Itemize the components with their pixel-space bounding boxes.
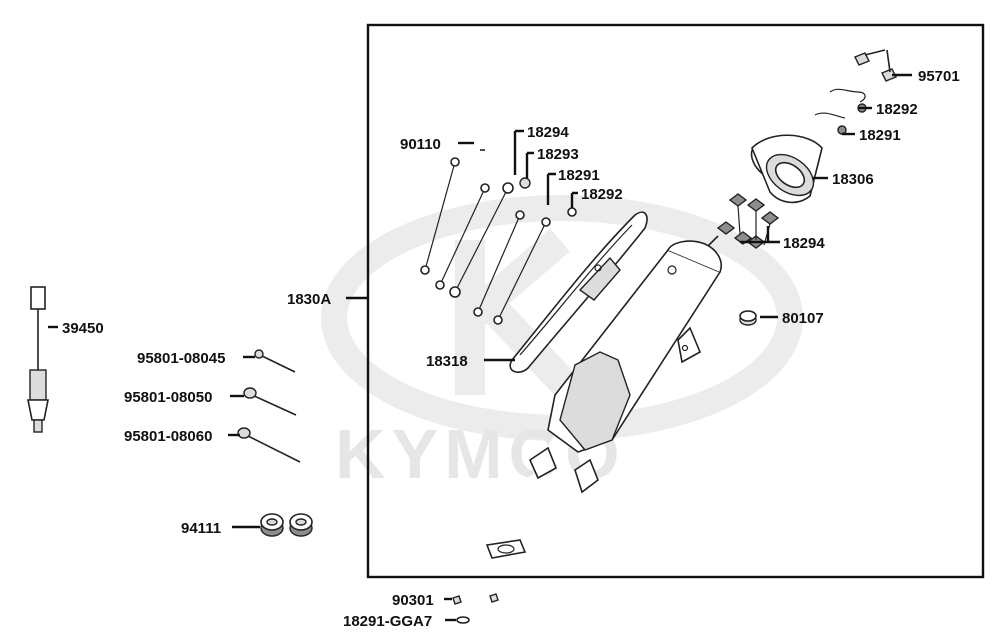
nut-pair-94111 [260, 513, 313, 537]
callout-18292-right: 18292 [876, 101, 918, 118]
callout-80107: 80107 [782, 310, 824, 327]
callout-94111: 94111 [181, 520, 221, 537]
bolt-set-top-right [814, 49, 897, 135]
bolt-95801-08060 [237, 427, 301, 463]
grommet-80107 [739, 310, 757, 326]
bottom-small-parts [452, 593, 499, 624]
muffler-end-cap [750, 134, 823, 204]
heat-shield-part [509, 211, 648, 373]
callout-95801-08050: 95801-08050 [124, 389, 212, 406]
oxygen-sensor-39450 [27, 286, 49, 433]
callout-18306: 18306 [832, 171, 874, 188]
kymco-watermark: KYMCO [321, 195, 803, 493]
callout-18291-left: 18291 [558, 167, 600, 184]
callout-18318: 18318 [426, 353, 468, 370]
exhaust-header-pipe [485, 433, 565, 559]
muffler-body [528, 235, 722, 494]
callout-18291-right: 18291 [859, 127, 901, 144]
callout-18292-left: 18292 [581, 186, 623, 203]
callout-39450: 39450 [62, 320, 104, 337]
callout-90110: 90110 [400, 136, 441, 153]
callout-18291-GGA7: 18291-GGA7 [343, 613, 432, 630]
callout-95701: 95701 [918, 68, 960, 85]
bracket-rods-left [420, 149, 577, 325]
bolt-95801-08050 [243, 387, 297, 416]
callout-90301: 90301 [392, 592, 434, 609]
callout-labels: 95701 18292 18291 18306 18294 80107 9011… [62, 68, 960, 630]
bolt-95801-08045 [254, 349, 296, 373]
callout-95801-08045: 95801-08045 [137, 350, 225, 367]
callout-1830A: 1830A [287, 291, 331, 308]
callout-18294-right: 18294 [783, 235, 825, 252]
callout-18294-left: 18294 [527, 124, 569, 141]
callout-18293: 18293 [537, 146, 579, 163]
assembly-frame [366, 23, 985, 579]
leader-lines [48, 73, 912, 622]
callout-95801-08060: 95801-08060 [124, 428, 212, 445]
